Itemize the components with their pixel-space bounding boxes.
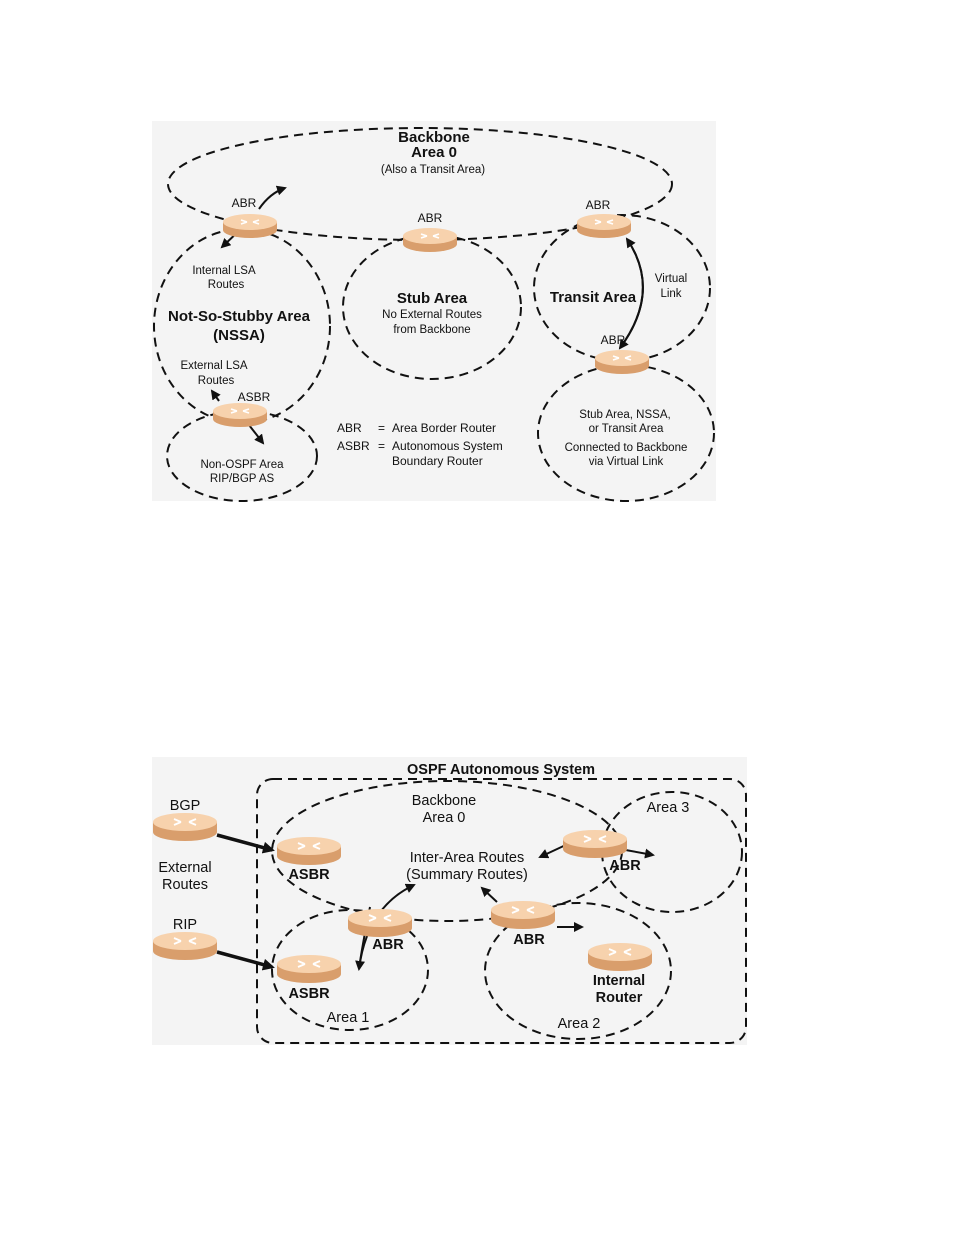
non-ospf-line1: Non-OSPF Area xyxy=(200,459,284,471)
abr-router-left xyxy=(222,213,278,239)
inter-area-line1: Inter-Area Routes xyxy=(410,850,524,866)
abr-area2-up-arrow xyxy=(480,886,498,903)
internal-lsa-line2: Routes xyxy=(208,279,245,291)
abr-label-right: ABR xyxy=(586,198,611,212)
stub-area-line1: No External Routes xyxy=(382,309,482,321)
ospf-area-types-diagram: Backbone Area 0 (Also a Transit Area) AB… xyxy=(152,121,716,502)
internal-router xyxy=(587,942,653,972)
backbone-note: (Also a Transit Area) xyxy=(381,164,485,176)
legend-text-asbr-1: Autonomous System xyxy=(392,439,503,453)
abr-label-left: ABR xyxy=(232,196,257,210)
rip-router xyxy=(152,931,218,961)
abr-router-area1 xyxy=(347,908,413,938)
legend-eq-abr: = xyxy=(378,421,385,435)
backbone-title: Backbone xyxy=(398,129,470,146)
area1-label: Area 1 xyxy=(327,1010,370,1026)
virtual-link-arrow-up xyxy=(619,237,644,349)
abr-label-area3: ABR xyxy=(609,858,641,874)
nssa-subtitle: (NSSA) xyxy=(213,327,265,344)
backbone-line2: Area 0 xyxy=(423,810,466,826)
backbone-area-outline xyxy=(167,127,673,241)
virtual-area-line4: via Virtual Link xyxy=(589,456,664,468)
legend-eq-asbr: = xyxy=(378,439,385,453)
virtual-area-line1: Stub Area, NSSA, xyxy=(579,409,670,421)
internal-router-line2: Router xyxy=(596,990,643,1006)
abr-router-area3 xyxy=(562,829,628,859)
rip-arrow xyxy=(216,950,275,971)
rip-label: RIP xyxy=(173,917,197,933)
ospf-autonomous-system-diagram: OSPF Autonomous System Backbone Area 0 A… xyxy=(152,757,747,1045)
stub-area-outline xyxy=(342,234,522,380)
area3-label: Area 3 xyxy=(647,800,690,816)
area2-outline xyxy=(484,902,672,1040)
area2-label: Area 2 xyxy=(558,1016,601,1032)
abr-router-right xyxy=(576,213,632,239)
internal-router-line1: Internal xyxy=(593,973,645,989)
nssa-title: Not-So-Stubby Area xyxy=(168,308,311,325)
backbone-line1: Backbone xyxy=(412,793,477,809)
external-lsa-line2: Routes xyxy=(198,375,235,387)
asbr-router xyxy=(212,402,268,428)
asbr-label: ASBR xyxy=(238,390,271,404)
bgp-label: BGP xyxy=(170,798,201,814)
abr-router-center xyxy=(402,227,458,253)
abr-label-area1: ABR xyxy=(372,937,404,953)
stub-area-line2: from Backbone xyxy=(393,324,470,336)
asbr-router-top xyxy=(276,836,342,866)
legend: ABR = Area Border Router ASBR = Autonomo… xyxy=(337,421,503,468)
virtual-link-line1: Virtual xyxy=(655,273,687,285)
abr-label-area2: ABR xyxy=(513,932,545,948)
abr-router-lower-right xyxy=(594,349,650,375)
ospf-area-types-svg: Backbone Area 0 (Also a Transit Area) AB… xyxy=(153,127,715,502)
legend-text-asbr-2: Boundary Router xyxy=(392,454,483,468)
legend-abbr-abr: ABR xyxy=(337,421,362,435)
area3-outline xyxy=(601,791,743,913)
abr-label-lower-right: ABR xyxy=(601,333,626,347)
external-routes-line2: Routes xyxy=(162,877,208,893)
abr-router-area2 xyxy=(490,900,556,930)
abr-outbound-arrow xyxy=(258,185,287,210)
transit-area-title: Transit Area xyxy=(550,289,637,306)
external-lsa-line1: External LSA xyxy=(180,360,247,372)
asbr-label-top: ASBR xyxy=(288,867,330,883)
asbr-label-bottom: ASBR xyxy=(288,986,330,1002)
asbr-router-bottom xyxy=(276,954,342,984)
legend-text-abr: Area Border Router xyxy=(392,421,496,435)
virtual-area-line3: Connected to Backbone xyxy=(565,442,688,454)
backbone-area: Area 0 xyxy=(411,144,457,161)
inter-area-line2: (Summary Routes) xyxy=(406,867,528,883)
bgp-arrow xyxy=(216,833,275,854)
bgp-router xyxy=(152,812,218,842)
virtual-area-line2: or Transit Area xyxy=(589,423,664,435)
internal-lsa-line1: Internal LSA xyxy=(192,265,256,277)
external-lsa-arrow xyxy=(210,389,221,402)
virtual-link-line2: Link xyxy=(660,288,681,300)
abr-label-center: ABR xyxy=(418,211,443,225)
ospf-autonomous-system-svg: OSPF Autonomous System Backbone Area 0 A… xyxy=(152,762,747,1044)
autonomous-system-boundary xyxy=(256,778,747,1044)
stub-area-title: Stub Area xyxy=(397,290,468,307)
legend-abbr-asbr: ASBR xyxy=(337,439,370,453)
as-title: OSPF Autonomous System xyxy=(407,762,595,778)
non-ospf-arrow xyxy=(248,424,265,445)
external-routes-line1: External xyxy=(158,860,211,876)
non-ospf-line2: RIP/BGP AS xyxy=(210,473,275,485)
